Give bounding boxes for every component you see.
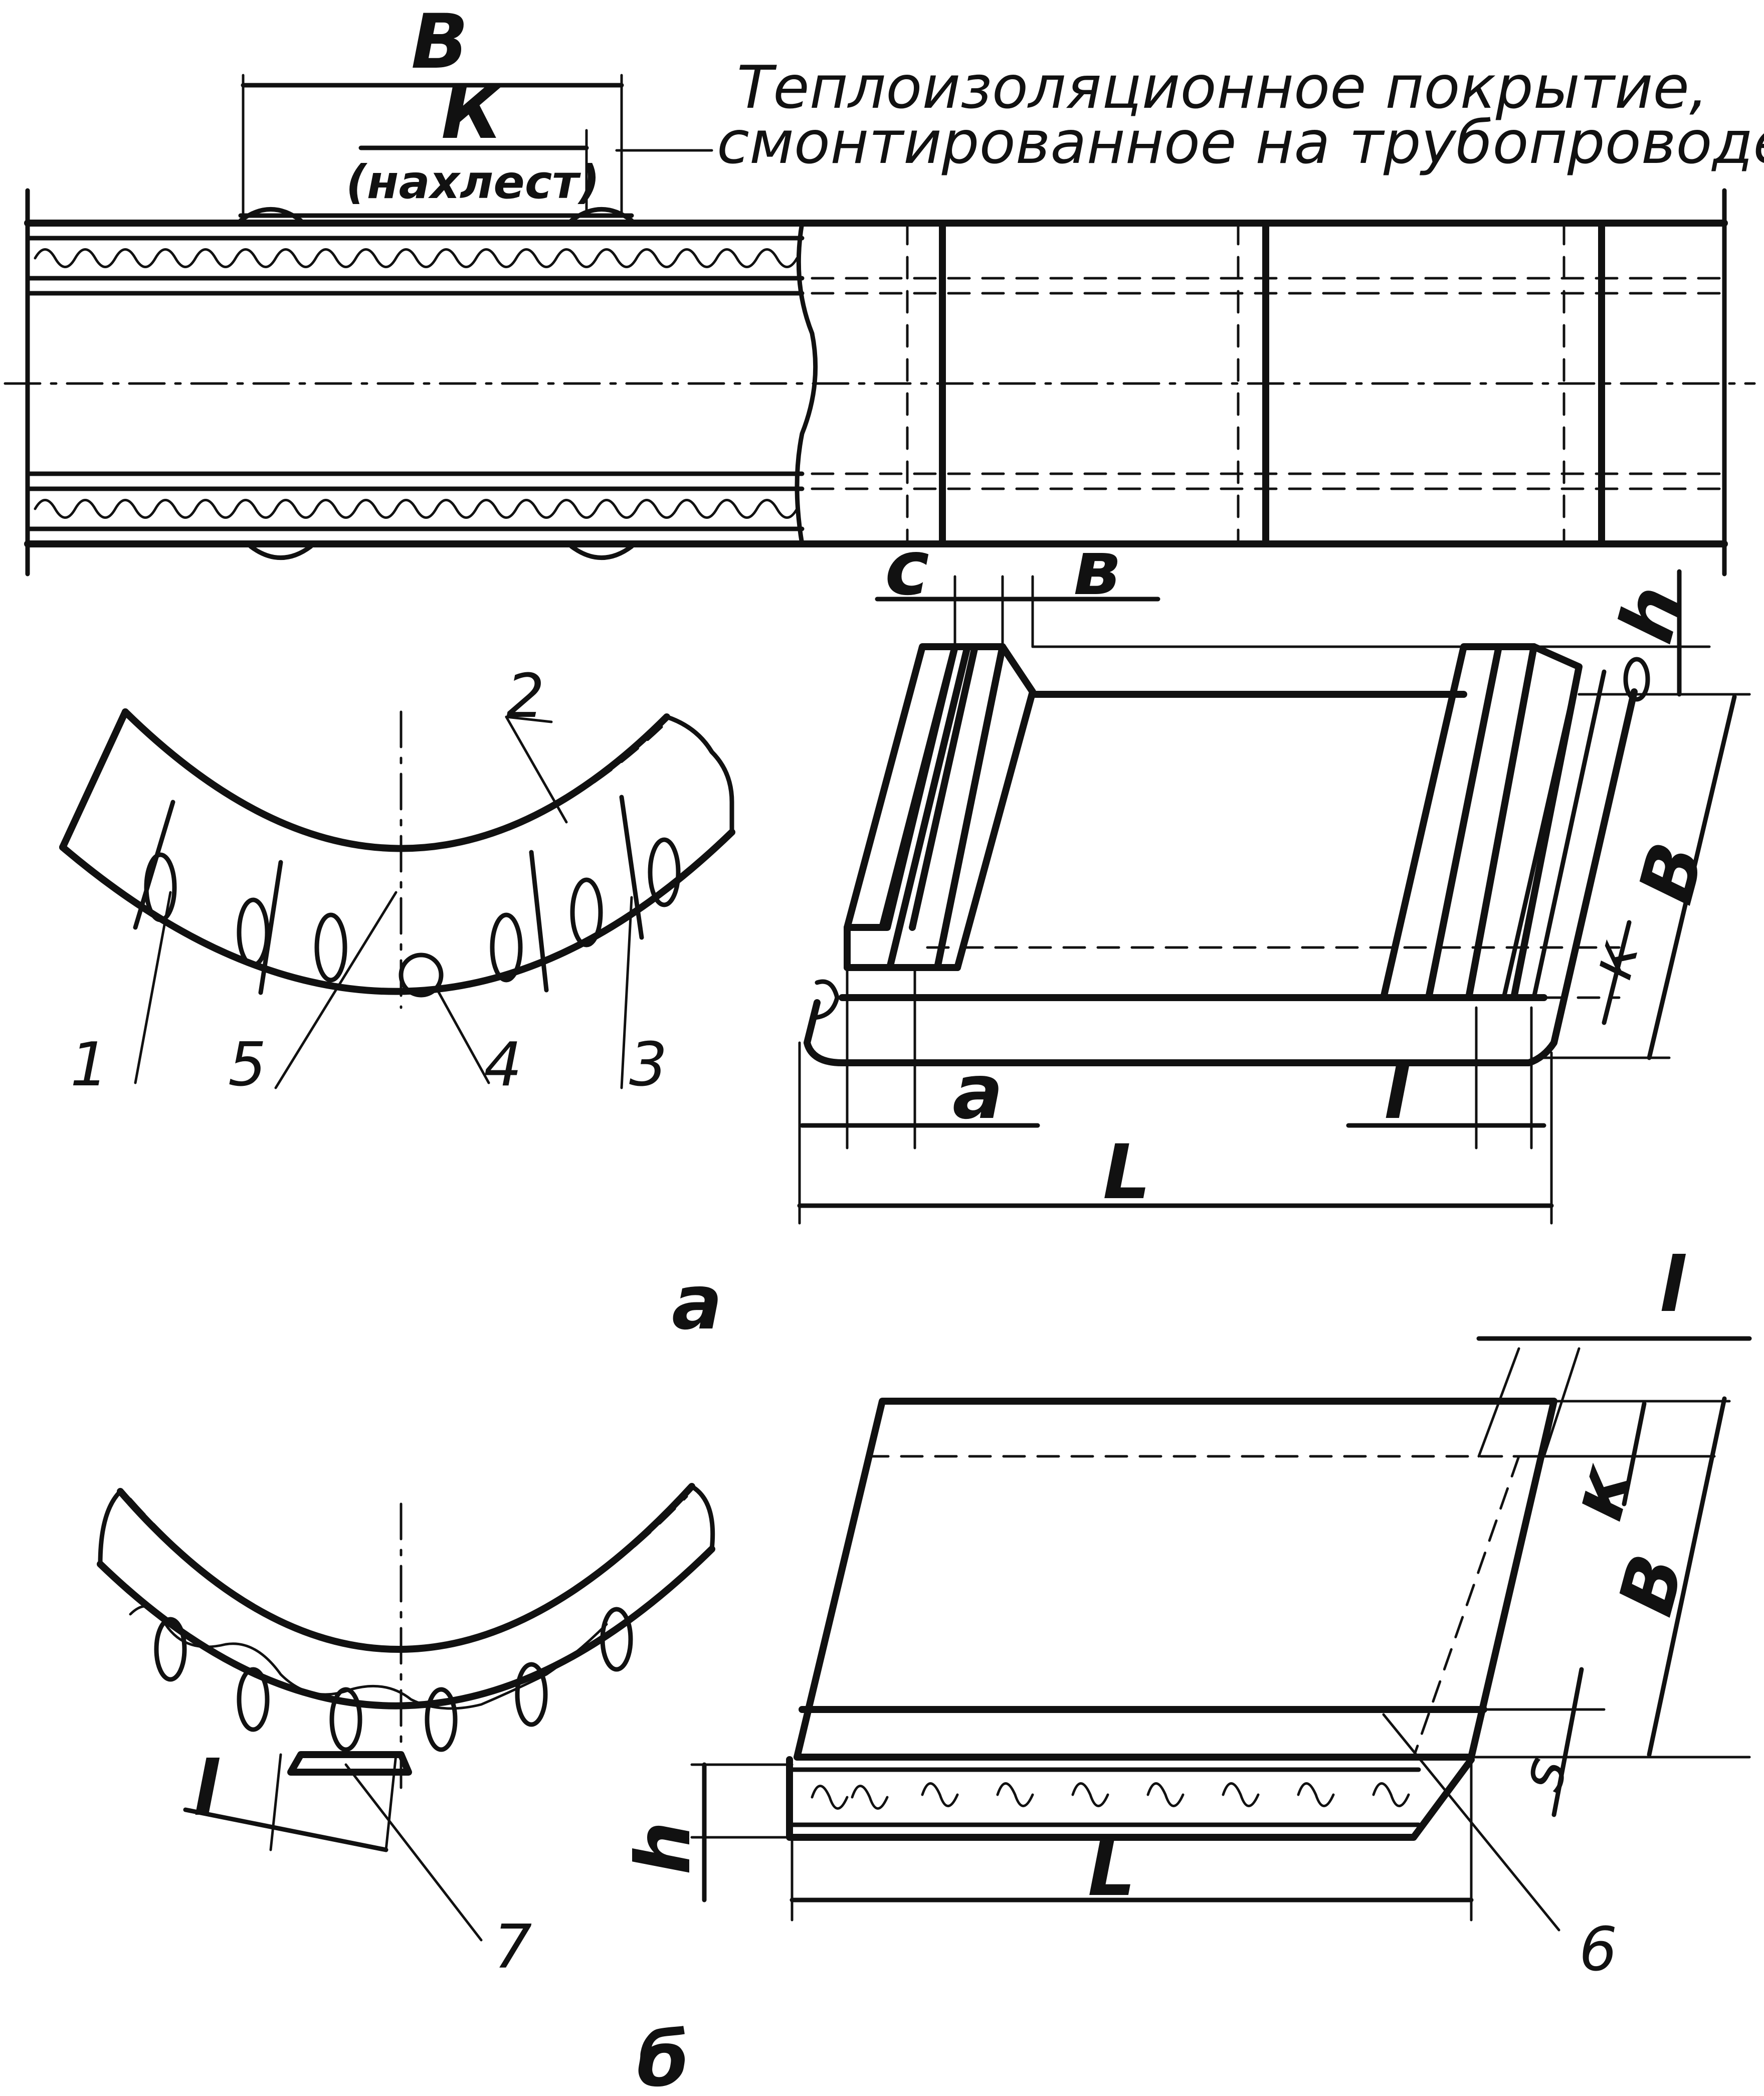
callout-5: 5 [228, 1030, 266, 1100]
dim-K-top: К [441, 69, 506, 156]
overlap-note: (нахлест) [346, 155, 600, 209]
dim-B-b: В [1603, 1546, 1702, 1624]
callout-3: 3 [629, 1030, 667, 1100]
dim-k-b: к [1552, 1455, 1650, 1529]
dim-L-b: L [1088, 1826, 1136, 1913]
panel-a-label: а [672, 1259, 722, 1347]
dim-c: с [885, 525, 929, 612]
callout-4: 4 [484, 1030, 522, 1100]
panel-b-isometric [690, 1336, 1752, 1932]
panel-b-label: б [637, 2016, 689, 2096]
callout-1: 1 [70, 1030, 108, 1100]
caption-line-2: смонтированное на трубопроводе [717, 108, 1764, 177]
callout-2: 2 [506, 662, 544, 731]
callout-6: 6 [1579, 1915, 1617, 1985]
section-a [59, 708, 735, 1089]
caption-line-1: Теплоизоляционное покрытие, [737, 53, 1708, 122]
dim-l-b-section: l [193, 1746, 220, 1833]
dim-l-b-top: l [1659, 1242, 1686, 1329]
dim-L-a: L [1103, 1129, 1151, 1216]
dim-h-a: h [1603, 577, 1701, 651]
dim-k-a: к [1576, 933, 1653, 987]
dim-h-b: h [620, 1821, 707, 1875]
dim-B-a: В [1623, 834, 1722, 912]
callout-7: 7 [494, 1913, 532, 1982]
dim-B-top: В [411, 0, 468, 86]
dim-a: а [952, 1049, 1003, 1136]
section-b [97, 1483, 715, 1942]
pipe-assembly [4, 74, 1756, 577]
dim-l-a: l [1384, 1049, 1411, 1136]
panel-a-isometric [797, 569, 1751, 1225]
dim-b: в [1073, 525, 1120, 612]
